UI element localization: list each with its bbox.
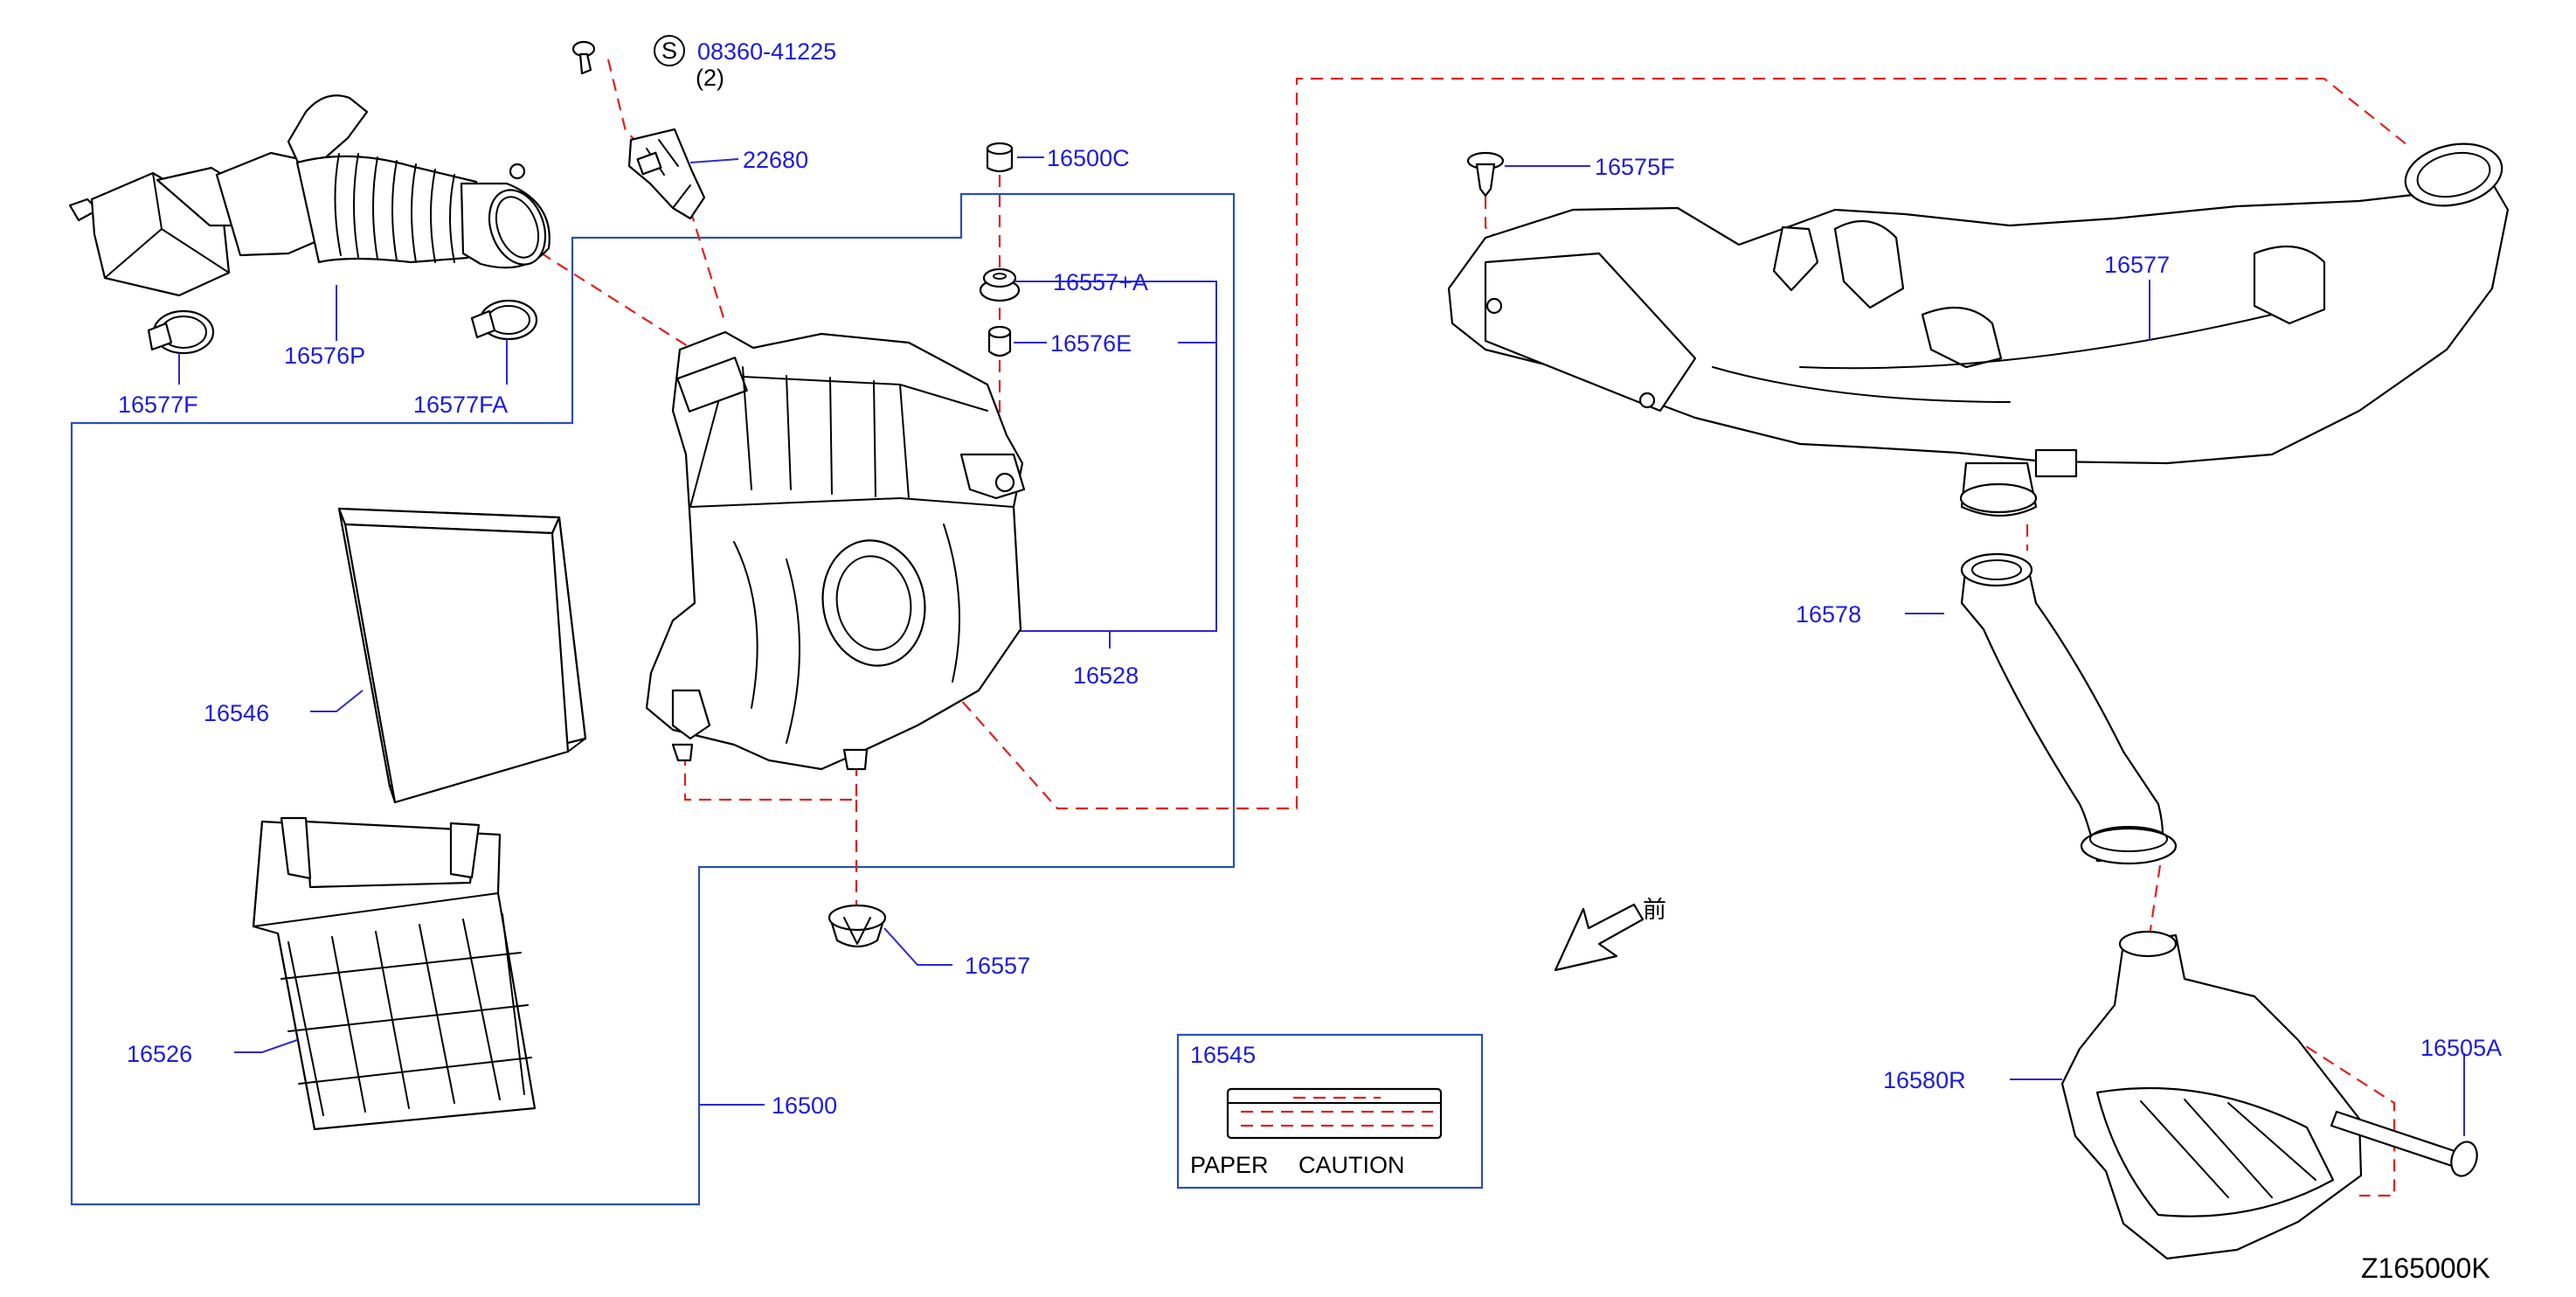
label-16546[interactable]: 16546 (204, 700, 269, 726)
label-16575f[interactable]: 16575F (1595, 154, 1675, 180)
air-cleaner-lower-case-16526 (252, 816, 537, 1131)
dash-bolt-to-sensor (606, 59, 652, 156)
bolt-16505a (2330, 1110, 2478, 1177)
label-22680[interactable]: 22680 (743, 147, 808, 173)
air-duct-16577 (1447, 142, 2510, 517)
leader-22680 (689, 158, 739, 163)
caution-label-text-caution: CAUTION (1298, 1152, 1405, 1178)
leader-16557 (883, 927, 952, 966)
leader-16546 (310, 690, 364, 712)
label-16578[interactable]: 16578 (1796, 601, 1861, 628)
label-16526[interactable]: 16526 (127, 1041, 192, 1067)
label-08360-41225[interactable]: 08360-41225 (697, 38, 836, 65)
grommet-16500c (986, 142, 1014, 173)
grommet-16557 (828, 904, 887, 948)
group-box-16500 (70, 192, 1236, 1206)
label-16500c[interactable]: 16500C (1047, 145, 1130, 171)
label-16576p[interactable]: 16576P (284, 343, 365, 369)
label-16577f[interactable]: 16577F (118, 392, 198, 418)
diagram-code: Z165000K (2361, 1252, 2490, 1284)
air-duct-16576p (68, 94, 551, 297)
label-16580r[interactable]: 16580R (1883, 1067, 1966, 1093)
label-16577[interactable]: 16577 (2104, 252, 2170, 278)
resonator-16580r (2060, 930, 2363, 1260)
dash-bottom-feet (683, 753, 858, 909)
label-16528[interactable]: 16528 (1073, 662, 1139, 689)
caution-label-text-paper: PAPER (1190, 1152, 1269, 1178)
standard-part-symbol (654, 35, 685, 66)
caution-label-box-16545 (1176, 1033, 1484, 1189)
front-direction-arrow-icon (1554, 903, 1645, 972)
mass-air-flow-sensor-22680 (627, 128, 706, 220)
grommet-16576e (987, 325, 1012, 357)
air-hose-16578 (1960, 552, 2178, 865)
bracket-16528 (1015, 281, 1217, 632)
label-16577fa[interactable]: 16577FA (413, 392, 508, 418)
standard-part-symbol-letter: S (661, 38, 677, 64)
label-16557a[interactable]: 16557+A (1053, 269, 1148, 295)
label-16505a[interactable]: 16505A (2420, 1035, 2502, 1061)
clip-16575f (1466, 151, 1505, 198)
grommet-16557a (979, 267, 1021, 302)
dash-16580-16505A (2289, 1035, 2396, 1197)
hose-clamp-16577f (147, 309, 215, 355)
label-08360-qty: (2) (696, 65, 724, 91)
label-16576e[interactable]: 16576E (1050, 330, 1132, 357)
hose-clamp-16577fa (470, 299, 538, 341)
air-cleaner-upper-case-16528 (645, 330, 1026, 771)
dash-sensor-to-box (689, 209, 727, 324)
dash-box-to-duct (882, 77, 2413, 810)
dash-16578-16580 (2148, 864, 2162, 936)
label-16500[interactable]: 16500 (772, 1092, 837, 1119)
label-16557[interactable]: 16557 (965, 953, 1030, 979)
front-mark: 前 (1643, 897, 1666, 923)
leader-16526 (234, 1039, 298, 1053)
label-16545[interactable]: 16545 (1190, 1042, 1256, 1068)
air-filter-element-16546 (337, 507, 587, 804)
bolt-08360 (571, 40, 596, 75)
